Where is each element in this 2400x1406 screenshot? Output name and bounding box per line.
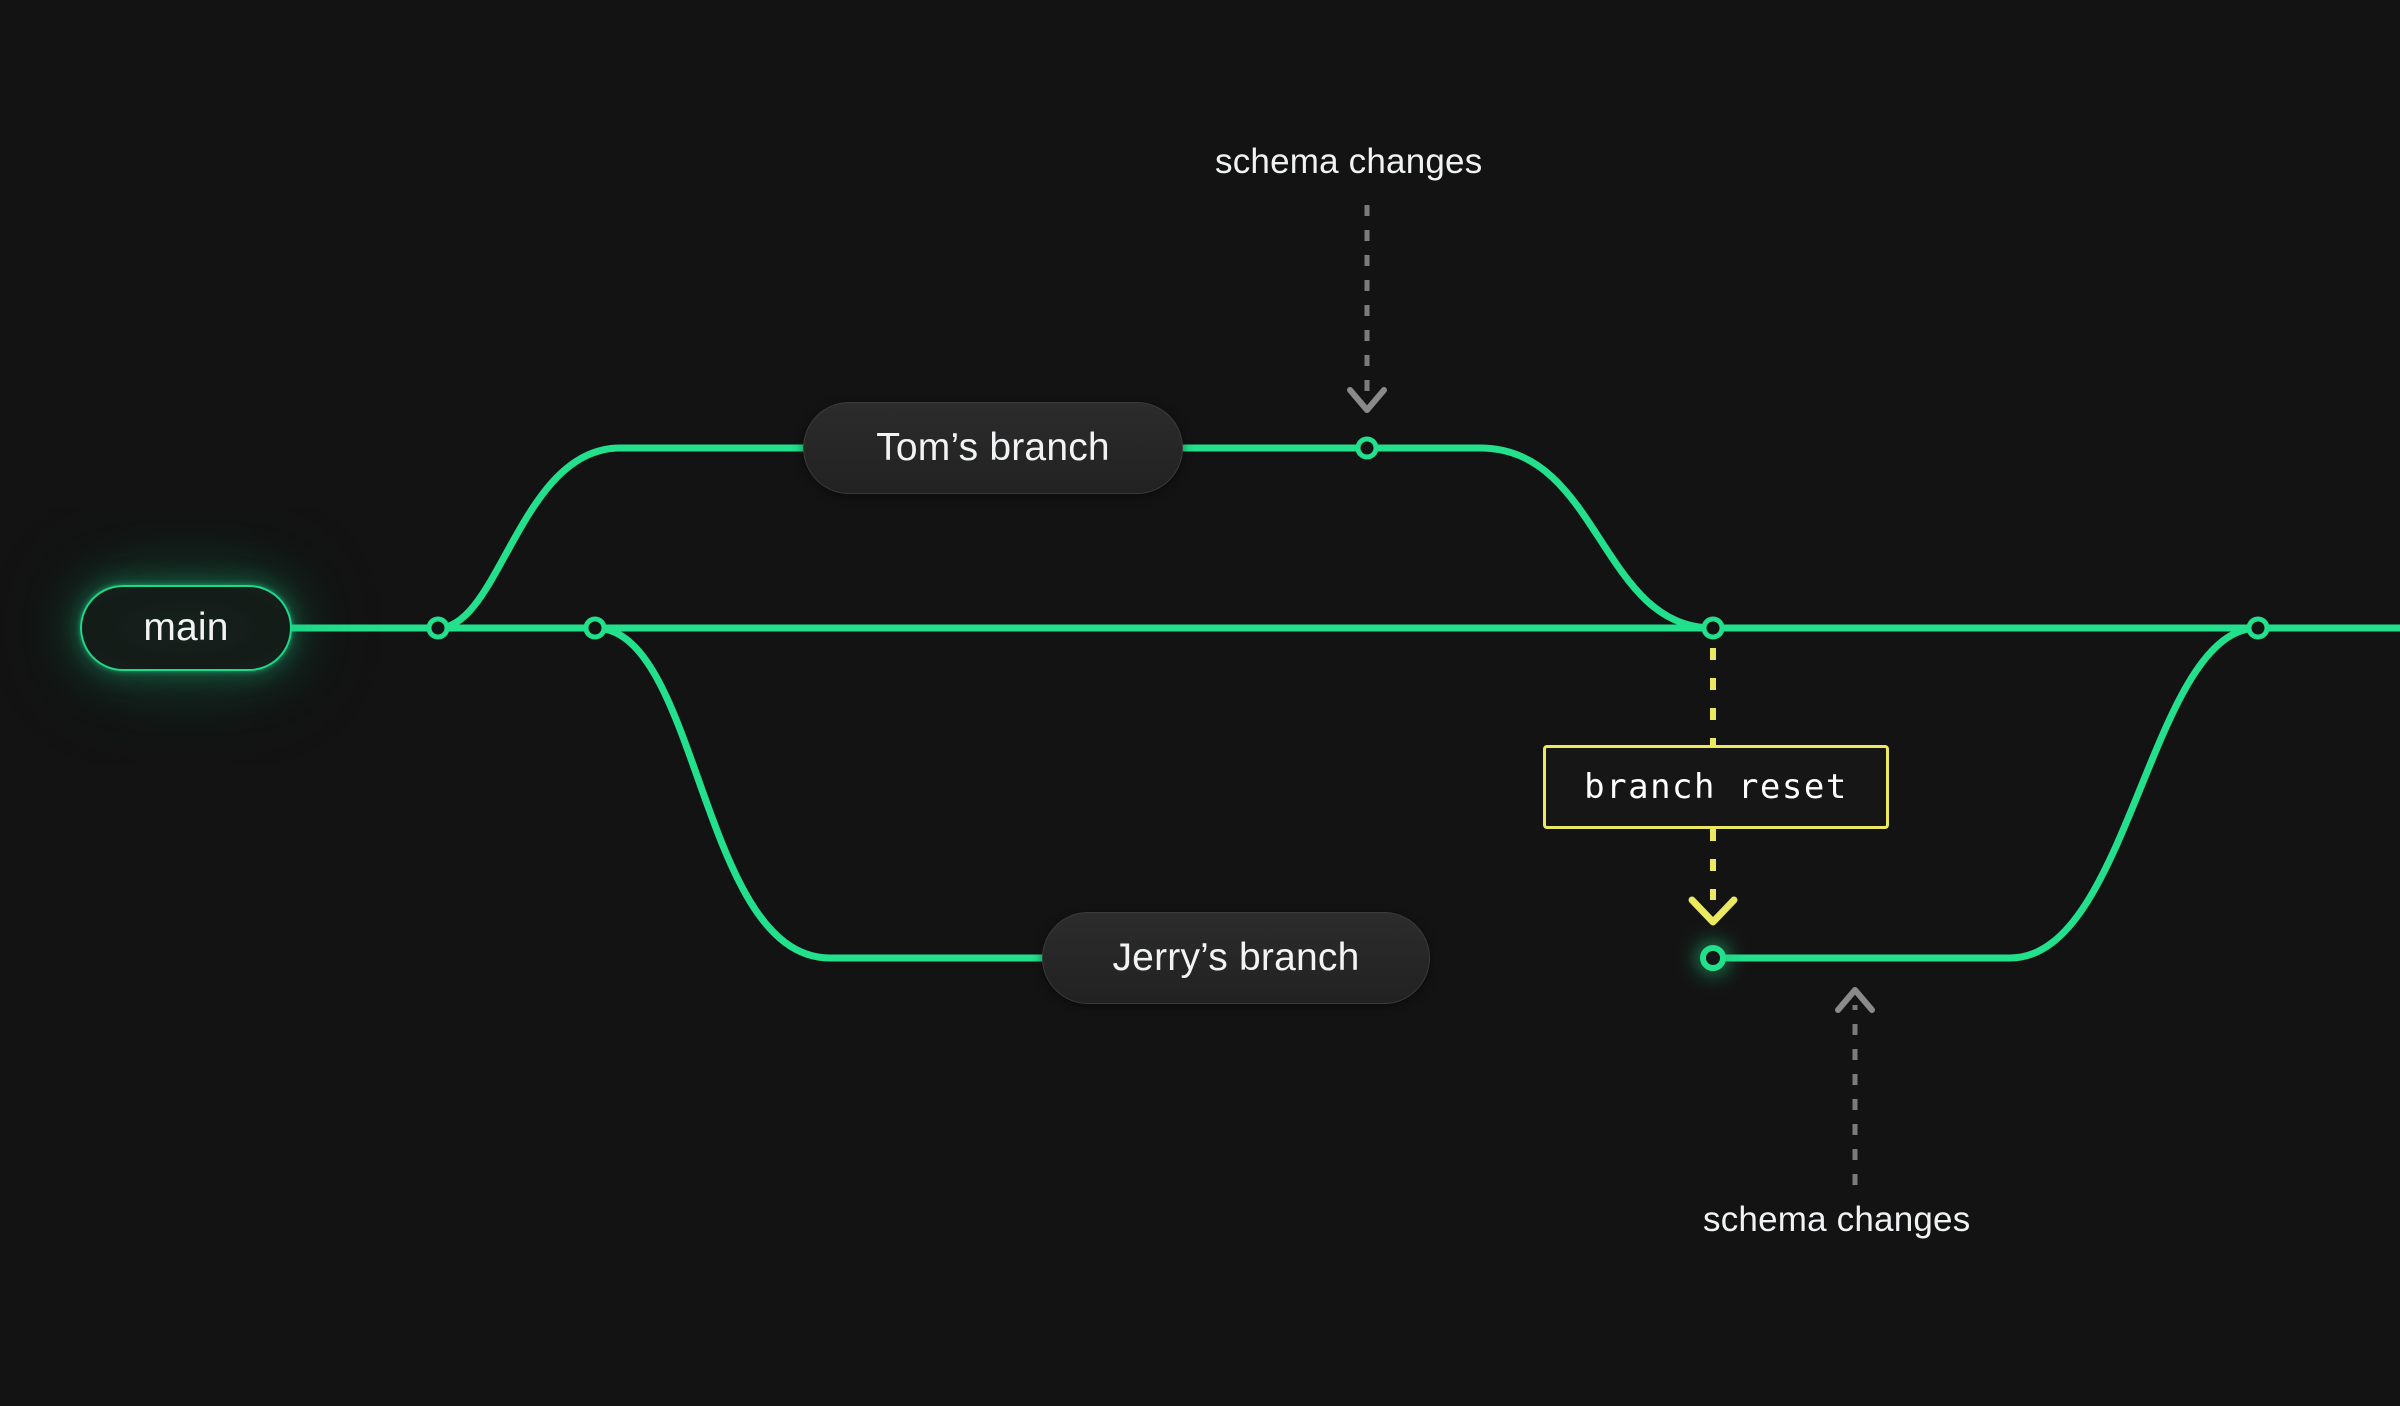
branch-pill-jerry[interactable]: Jerry’s branch: [1042, 912, 1430, 1004]
branch-pill-tom[interactable]: Tom’s branch: [803, 402, 1183, 494]
tom-branch-line: [434, 444, 1717, 632]
reset-arrow-down-icon: [1688, 896, 1738, 926]
commit-node-fork-point-tom[interactable]: [426, 616, 450, 640]
commit-node-tom-merge-commit[interactable]: [1701, 616, 1725, 640]
annotation-arrow-up-icon: [1835, 987, 1875, 1013]
annotation-arrow-top: [1347, 205, 1387, 413]
commit-node-jerry-reset-commit[interactable]: [1700, 945, 1726, 971]
annotation-label-schema-changes-top: schema changes: [1215, 142, 1483, 181]
branch-reset-connector: [1688, 648, 1738, 926]
commit-node-tom-schema-commit[interactable]: [1355, 436, 1379, 460]
annotation-arrow-bottom: [1835, 987, 1875, 1185]
branch-pill-main-label: main: [143, 606, 229, 649]
branch-pill-tom-label: Tom’s branch: [876, 426, 1110, 469]
branch-pill-jerry-label: Jerry’s branch: [1112, 936, 1360, 979]
branch-reset-callout[interactable]: branch reset: [1543, 745, 1889, 829]
commit-node-jerry-merge-commit[interactable]: [2246, 616, 2270, 640]
commit-node-fork-point-jerry[interactable]: [583, 616, 607, 640]
jerry-branch-line: [591, 624, 2262, 962]
annotation-arrow-down-icon: [1347, 387, 1387, 413]
commit-nodes: [426, 436, 2270, 971]
branch-reset-label: branch reset: [1584, 767, 1848, 807]
annotation-label-schema-changes-bottom: schema changes: [1703, 1200, 1971, 1239]
branch-pill-main[interactable]: main: [80, 585, 292, 671]
